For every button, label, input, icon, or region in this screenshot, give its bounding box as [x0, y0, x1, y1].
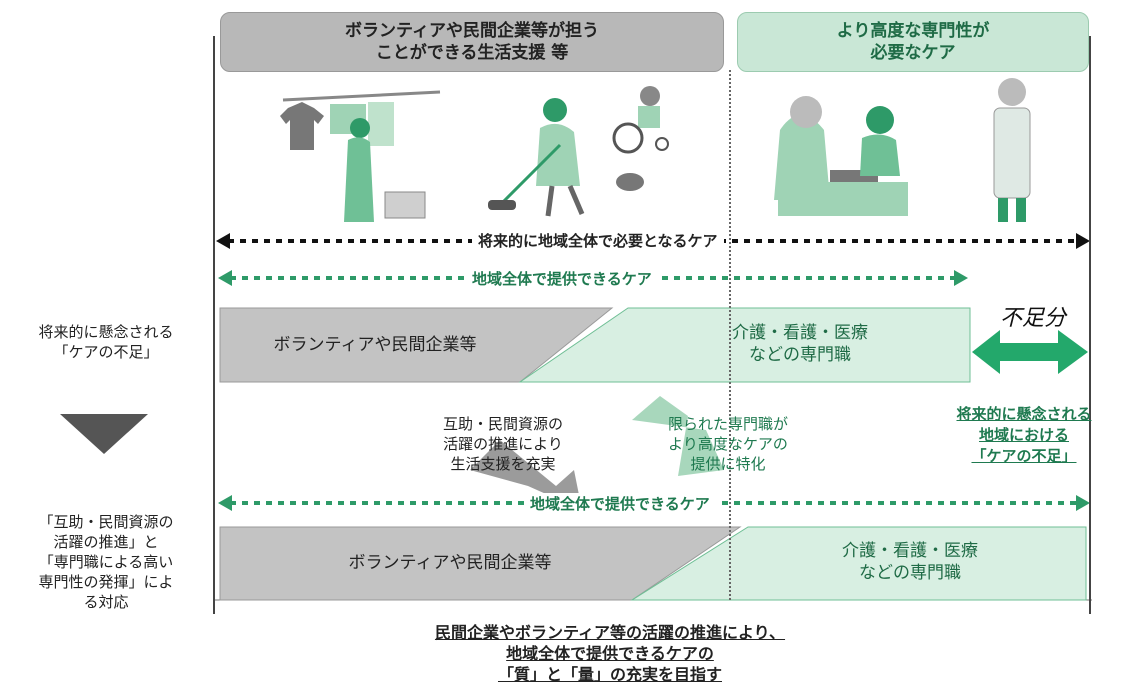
left-boundary-line	[213, 36, 215, 614]
center-right-line3: 提供に特化	[690, 455, 766, 473]
shortage-title: 不足分	[999, 306, 1066, 331]
professional-band-future	[630, 526, 1087, 601]
meal-care-illustration	[774, 96, 908, 216]
header-right-line2: 必要なケア	[870, 43, 956, 63]
left-label-concern: 将来的に懸念される 「ケアの不足」	[0, 322, 212, 362]
professional-current-line1: 介護・看護・医療	[732, 323, 868, 343]
footer-line1: 民間企業やボランティア等の活躍の推進により、	[434, 623, 786, 642]
left-concern-line2: 「ケアの不足」	[53, 343, 159, 361]
center-right-line1: 限られた専門職が	[667, 415, 788, 433]
header-left-line1: ボランティアや民間企業等が担う	[345, 21, 599, 41]
left-concern-line1: 将来的に懸念される	[38, 323, 174, 341]
left-label-response: 「互助・民間資源の 活躍の推進」と 「専門職による高い 専門性の発揮」によ る対…	[0, 512, 212, 612]
center-note-mutual-aid: 互助・民間資源の 活躍の推進により 生活支援を充実	[408, 414, 598, 474]
professional-band-future-label: 介護・看護・医療 などの専門職	[760, 540, 1060, 584]
shortage-arrow	[972, 330, 1088, 374]
current-provided-label: 地域全体で提供できるケア	[466, 268, 658, 289]
header-left-line2: ことができる生活支援 等	[375, 43, 569, 63]
shortage-caption-line1: 将来的に懸念される	[956, 405, 1092, 423]
professional-future-line1: 介護・看護・医療	[842, 541, 978, 561]
left-response-line4: 専門性の発揮」によ	[38, 573, 174, 591]
center-left-line3: 生活支援を充実	[450, 455, 556, 473]
left-response-line1: 「互助・民間資源の	[38, 513, 174, 531]
right-boundary-line	[1089, 36, 1091, 614]
left-response-line5: る対応	[83, 593, 129, 611]
center-left-line1: 互助・民間資源の	[442, 415, 563, 433]
footer-line3: 「質」と「量」の充実を目指す	[497, 665, 722, 684]
shortage-caption: 将来的に懸念される 地域における 「ケアの不足」	[926, 404, 1122, 467]
shortage-caption-line3: 「ケアの不足」	[971, 447, 1077, 465]
professional-current-line2: などの専門職	[749, 345, 851, 365]
volunteer-band-future-label: ボランティアや民間企業等	[348, 553, 552, 573]
shortage-caption-line2: 地域における	[978, 426, 1069, 444]
doctor-illustration	[993, 78, 1031, 222]
laundry-illustration	[280, 90, 441, 222]
left-response-line2: 活躍の推進」と	[53, 533, 159, 551]
left-response-line3: 「専門職による高い	[38, 553, 174, 571]
down-triangle	[60, 414, 148, 454]
center-left-line2: 活躍の推進により	[443, 435, 563, 453]
header-advanced-care: より高度な専門性が 必要なケア	[737, 12, 1089, 72]
footer-line2: 地域全体で提供できるケアの	[506, 644, 714, 663]
header-volunteer-support: ボランティアや民間企業等が担う ことができる生活支援 等	[220, 12, 724, 72]
header-right-line1: より高度な専門性が	[836, 21, 990, 41]
footer-goal: 民間企業やボランティア等の活躍の推進により、 地域全体で提供できるケアの 「質」…	[330, 622, 890, 685]
wheelchair-illustration	[612, 86, 669, 154]
professional-band-current-label: 介護・看護・医療 などの専門職	[650, 322, 950, 366]
professional-future-line2: などの専門職	[859, 563, 961, 583]
future-needed-label: 将来的に地域全体で必要となるケア	[472, 230, 724, 251]
professional-band-current	[518, 307, 971, 383]
gray-diagonal-arrow	[470, 440, 580, 500]
center-right-line2: より高度なケアの	[668, 435, 788, 453]
volunteer-band-current-label: ボランティアや民間企業等	[273, 335, 477, 355]
improved-provided-label: 地域全体で提供できるケア	[524, 493, 716, 514]
center-note-professional: 限られた専門職が より高度なケアの 提供に特化	[630, 414, 826, 474]
vacuum-illustration	[488, 98, 644, 217]
green-diagonal-arrow	[632, 396, 724, 476]
center-divider-line	[729, 70, 731, 600]
